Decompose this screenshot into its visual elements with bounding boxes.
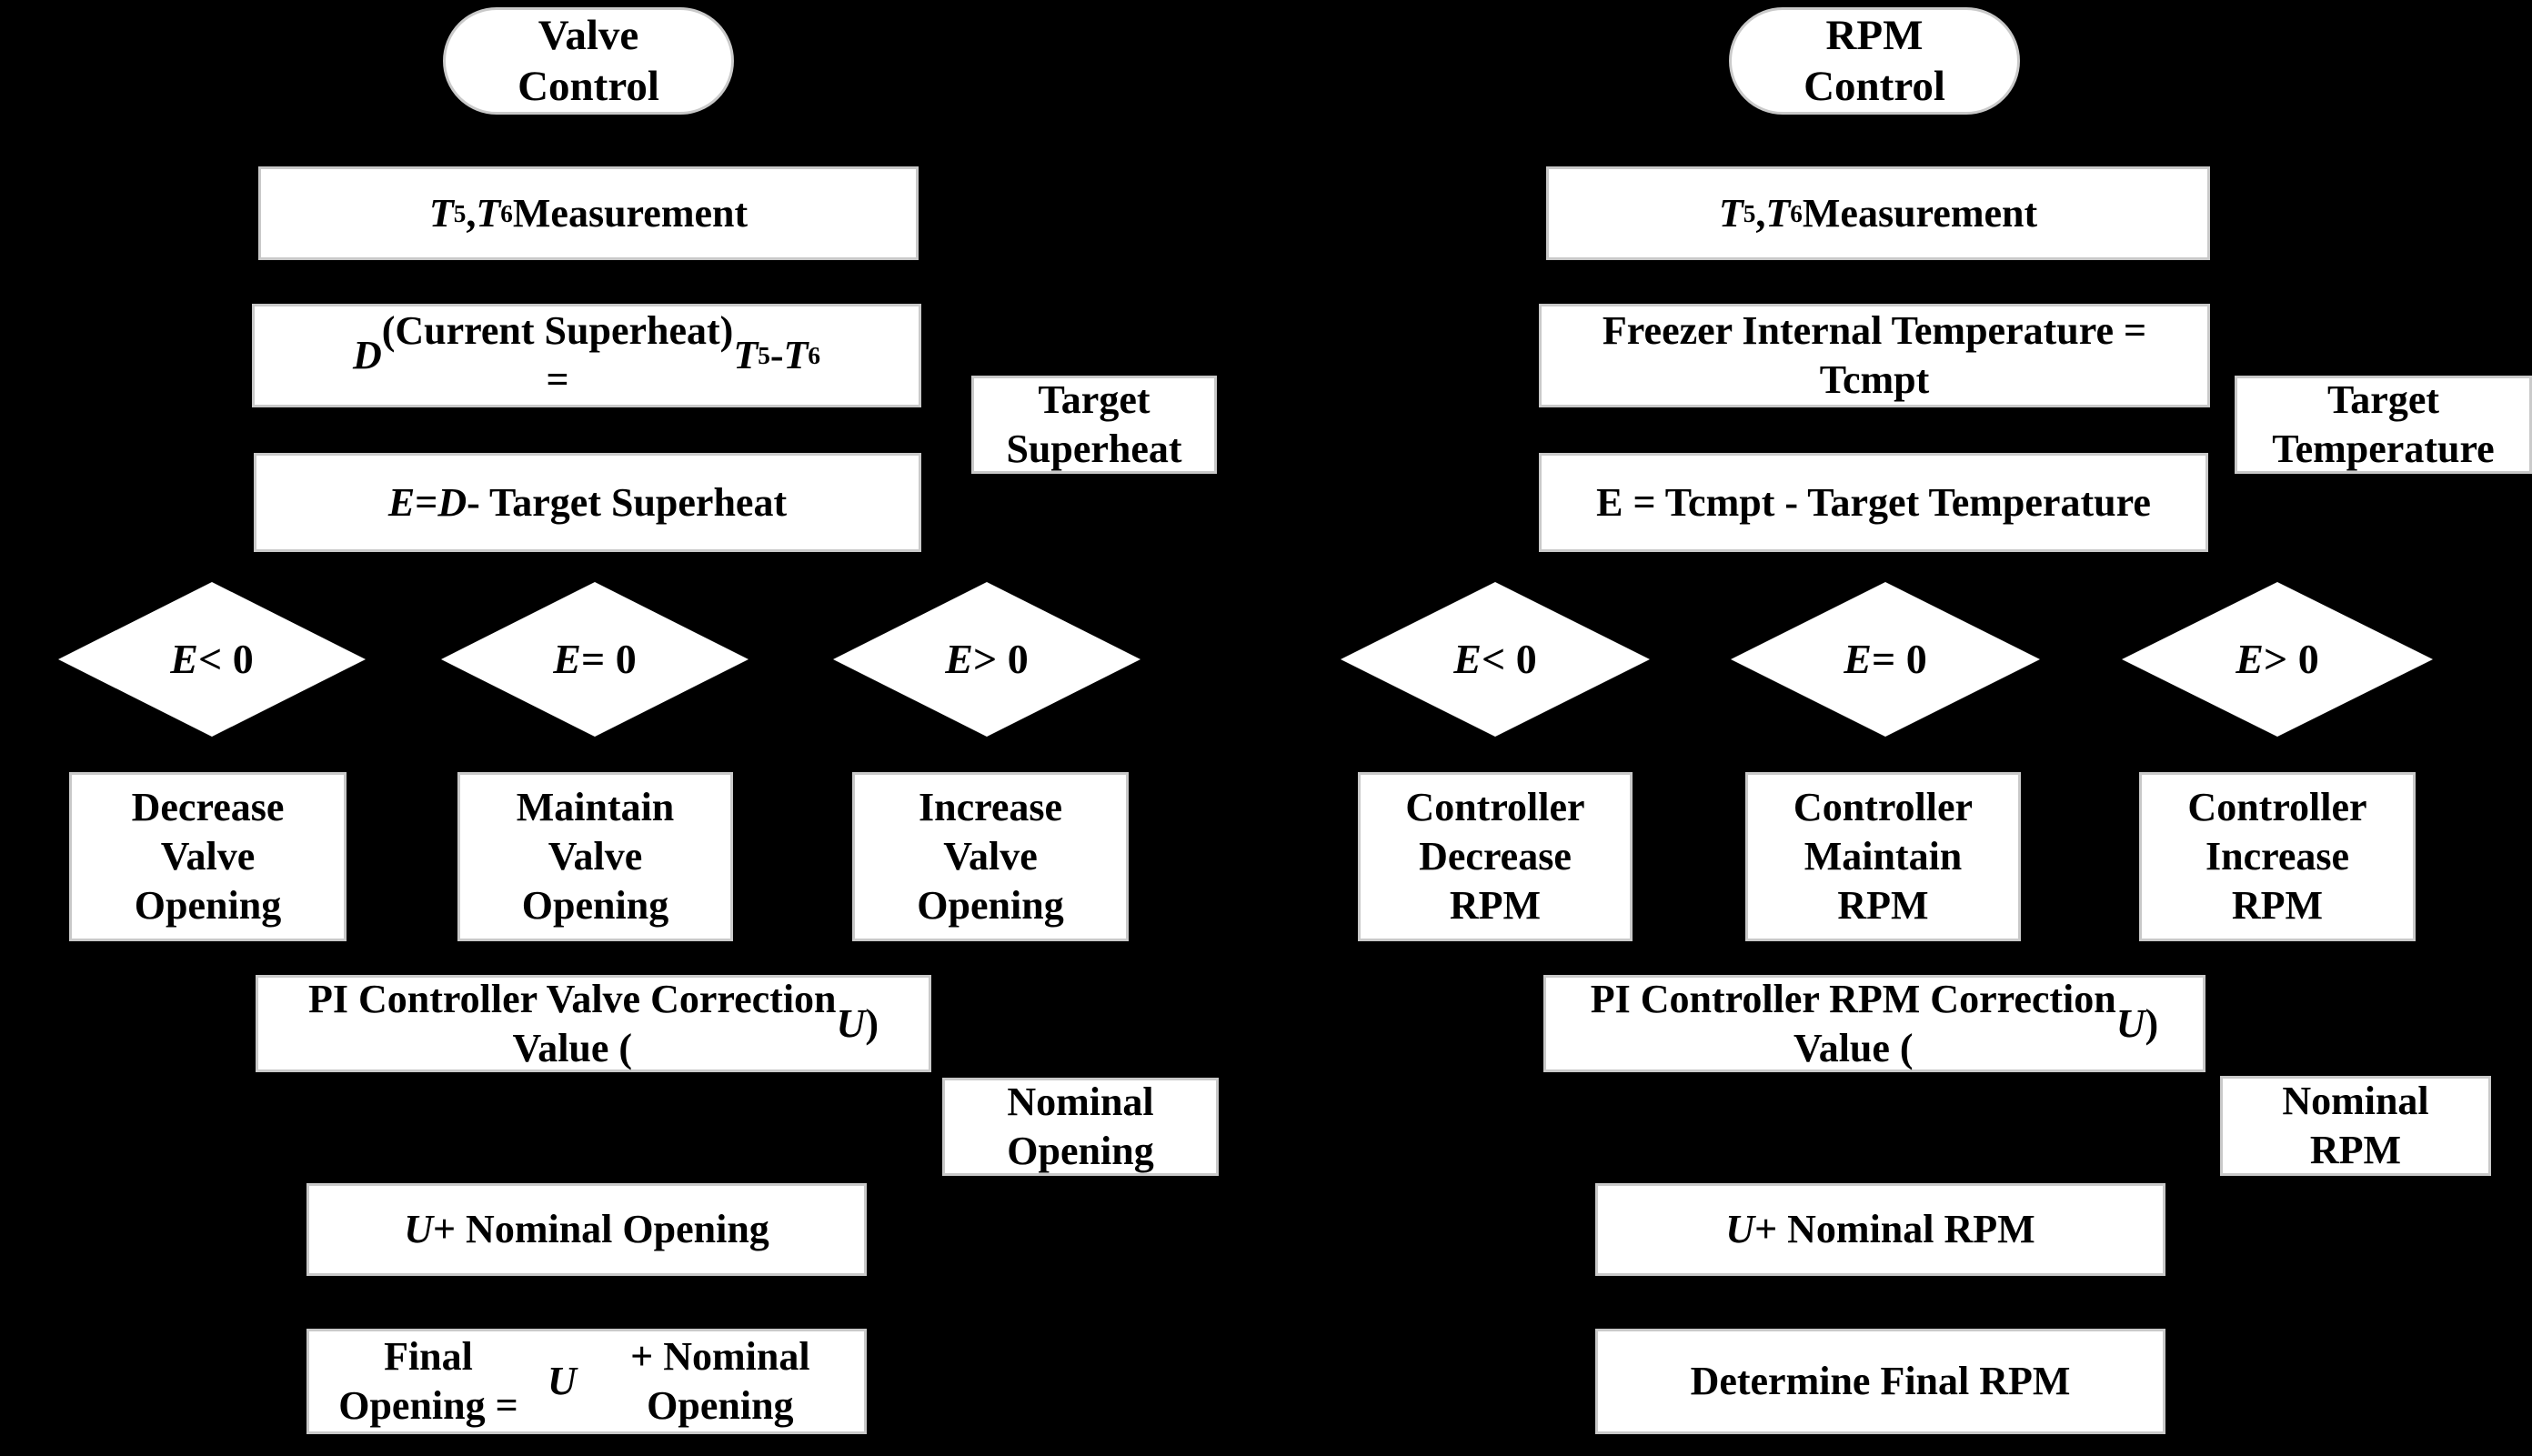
- nominal-rpm-box: Nominal RPM: [2220, 1076, 2491, 1176]
- valve-action-decrease-box: Decrease Valve Opening: [69, 772, 347, 941]
- nominal-opening-box: Nominal Opening: [942, 1078, 1219, 1176]
- rpm-control-start-node: RPM Control: [1729, 7, 2020, 115]
- valve-decision-e-zero: E = 0: [441, 582, 749, 737]
- valve-decision-e-positive: E > 0: [833, 582, 1140, 737]
- target-superheat-box: Target Superheat: [971, 376, 1217, 474]
- valve-error-box: E = D - Target Superheat: [254, 453, 921, 552]
- rpm-final-box: Determine Final RPM: [1595, 1329, 2165, 1434]
- valve-pi-controller-box: PI Controller Valve Correction Value (U): [256, 975, 931, 1072]
- rpm-decision-e-positive: E > 0: [2122, 582, 2433, 737]
- valve-sum-box: U + Nominal Opening: [306, 1183, 867, 1276]
- valve-action-maintain-box: Maintain Valve Opening: [457, 772, 733, 941]
- rpm-action-increase-box: Controller Increase RPM: [2139, 772, 2416, 941]
- valve-decision-e-negative: E < 0: [58, 582, 366, 737]
- valve-final-box: Final Opening = U + Nominal Opening: [306, 1329, 867, 1434]
- freezer-temperature-box: Freezer Internal Temperature = Tcmpt: [1539, 304, 2210, 407]
- rpm-decision-e-negative: E < 0: [1341, 582, 1650, 737]
- rpm-error-box: E = Tcmpt - Target Temperature: [1539, 453, 2208, 552]
- valve-action-increase-box: Increase Valve Opening: [852, 772, 1129, 941]
- target-temperature-box: Target Temperature: [2235, 376, 2532, 474]
- rpm-action-decrease-box: Controller Decrease RPM: [1358, 772, 1633, 941]
- rpm-sum-box: U + Nominal RPM: [1595, 1183, 2165, 1276]
- valve-control-start-node: Valve Control: [443, 7, 734, 115]
- rpm-pi-controller-box: PI Controller RPM Correction Value (U): [1543, 975, 2205, 1072]
- rpm-action-maintain-box: Controller Maintain RPM: [1745, 772, 2021, 941]
- rpm-decision-e-zero: E = 0: [1731, 582, 2040, 737]
